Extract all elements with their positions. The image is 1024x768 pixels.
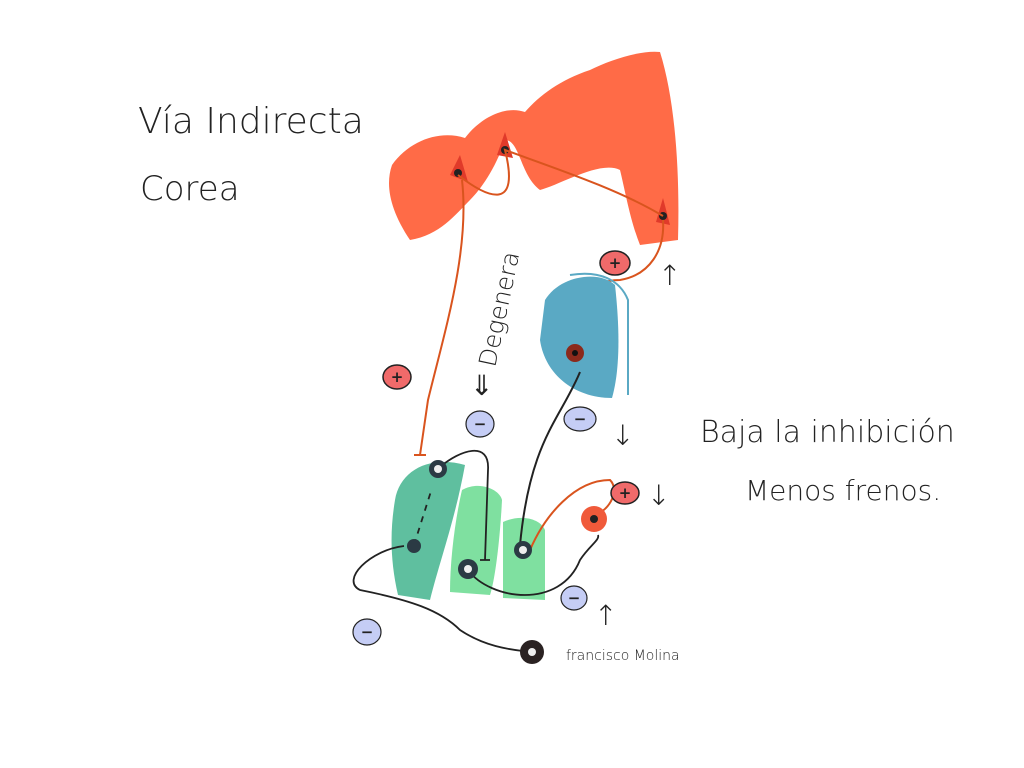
arrow-down-stn: ↓ (647, 479, 670, 512)
neuron-stn (581, 506, 607, 532)
double-arrow-down: ⇓ (470, 369, 493, 402)
svg-text:−: − (568, 589, 581, 607)
neuron-2 (407, 539, 421, 553)
bottom-path (352, 545, 531, 653)
excitatory-path (529, 478, 615, 551)
loop-path (467, 534, 600, 596)
svg-text:+: + (619, 484, 632, 502)
svg-text:+: + (609, 254, 622, 272)
minus-badge-1: − (465, 410, 495, 438)
svg-text:−: − (574, 410, 587, 428)
svg-text:−: − (474, 415, 487, 433)
neuron-4 (514, 541, 532, 559)
neuron-bottom (520, 640, 544, 664)
inhibitory-path-1 (439, 449, 490, 561)
author-signature: francisco Molina (566, 648, 680, 664)
plus-badge-2: + (599, 250, 631, 276)
subtitle: Corea (140, 169, 240, 209)
title: Vía Indirecta (138, 101, 364, 142)
dashed-path (413, 487, 433, 546)
thalamus-shape (540, 276, 619, 398)
svg-text:−: − (361, 623, 374, 641)
arrow-up-cortex: ↑ (658, 259, 681, 292)
minus-badge-2: − (563, 406, 597, 432)
striatum-dark (391, 461, 465, 600)
cortex-connection (457, 148, 664, 217)
cortex-shape (389, 51, 679, 245)
cortex-neuron-1 (450, 155, 468, 182)
plus-badge-1: + (382, 364, 412, 390)
neuron-3 (458, 559, 478, 579)
arrow-up-gpe: ↑ (594, 599, 617, 632)
baja-inhibicion-label: Baja la inhibición (700, 415, 955, 450)
neuron-1 (429, 460, 447, 478)
svg-text:+: + (391, 368, 404, 386)
minus-badge-3: − (560, 585, 588, 611)
thalamus-outline (569, 272, 629, 395)
menos-frenos-label: Menos frenos. (745, 474, 941, 507)
degenera-label: Degenera (473, 249, 525, 369)
arrow-down-thalamus: ↓ (611, 419, 634, 452)
minus-badge-4: − (352, 618, 382, 646)
thalamus-striatum-path (519, 371, 581, 546)
cortex-to-striatum-axon (414, 179, 465, 456)
plus-badge-3: + (610, 481, 640, 505)
thalamus-neuron (566, 344, 584, 362)
